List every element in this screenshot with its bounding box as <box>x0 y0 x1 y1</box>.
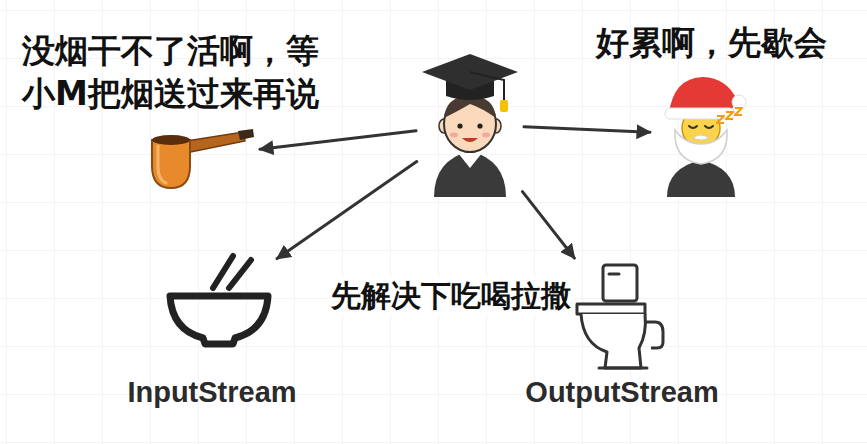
node-text: 好累啊，先歇会 <box>596 22 827 65</box>
node-text: OutputStream <box>525 374 718 412</box>
arrow-connector <box>277 162 417 259</box>
free-label: 先解决下吃喝拉撒 <box>328 276 574 315</box>
student-illustration <box>420 52 520 197</box>
arrow-connector <box>260 131 416 149</box>
bowl-illustration <box>165 250 273 348</box>
toilet-illustration <box>573 262 668 372</box>
santa-callout: 好累啊，先歇会 <box>592 18 831 201</box>
arrow-connector <box>524 127 650 132</box>
arrow-connector <box>522 192 574 258</box>
pipe-callout: 没烟干不了活啊，等 小M把烟送过来再说 <box>18 26 351 194</box>
student-figure <box>416 48 524 201</box>
node-text: 没烟干不了活啊，等 小M把烟送过来再说 <box>22 30 347 116</box>
node-text: InputStream <box>127 374 296 412</box>
input-stream-node: InputStream <box>123 246 300 416</box>
pipe-illustration <box>150 122 255 190</box>
sleeping-santa-illustration <box>655 72 747 197</box>
